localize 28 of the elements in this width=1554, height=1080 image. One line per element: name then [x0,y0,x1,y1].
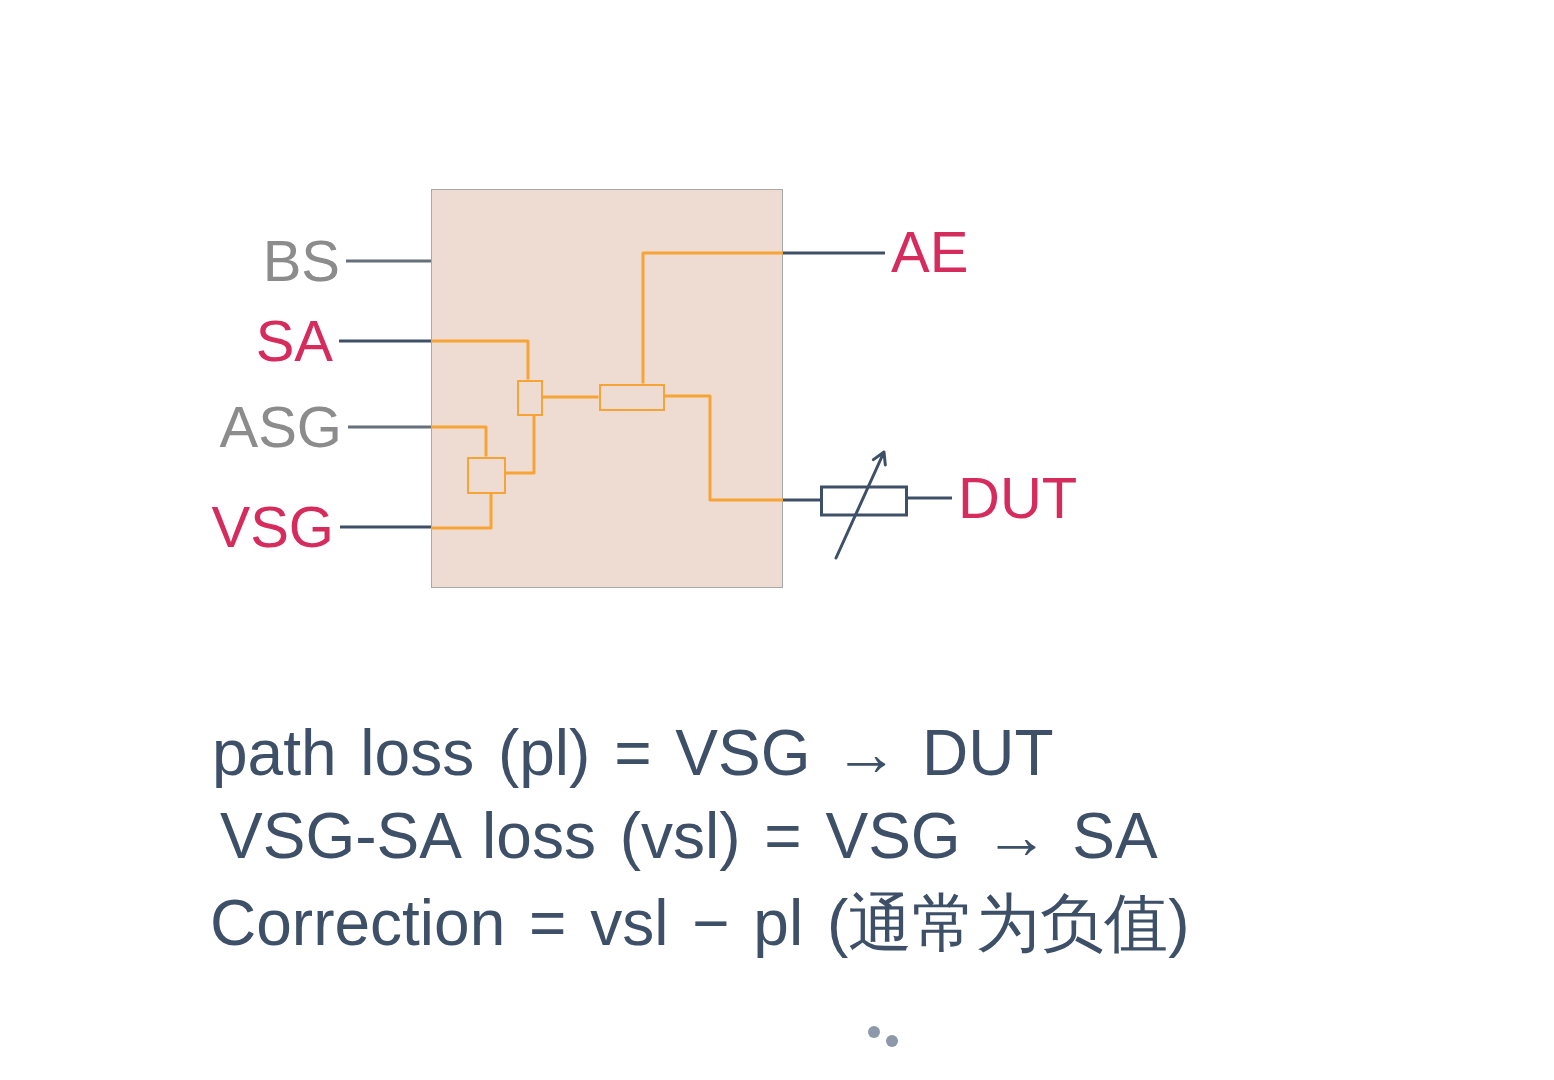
formula-text: path loss (pl) = VSG → DUT [212,716,1054,790]
port-label: BS [256,230,346,292]
port-label: SA [249,310,339,372]
connector-line [783,498,820,502]
switch-box [516,379,543,416]
port-label: VSG [205,496,340,558]
connector-line [641,251,783,384]
variable-resistor-symbol [820,448,908,562]
port-label: ASG [213,396,348,458]
port-label: DUT [952,467,1084,529]
connector-line [908,496,952,500]
connector-line [783,251,885,255]
connector-line [340,525,431,529]
connector-line [431,425,488,457]
connector-line [542,395,599,399]
port-label: AE [885,221,975,283]
connector-line [505,415,536,475]
formula-text: Correction = vsl − pl (通常为负值) [210,886,1190,960]
module-box [431,189,783,588]
formula-text: VSG-SA loss (vsl) = VSG → SA [220,799,1158,873]
switch-box [466,456,506,494]
connector-line [431,493,493,530]
connector-line [339,339,431,343]
connector-line [346,259,431,263]
connector-line [664,394,783,502]
connector-line [348,425,431,429]
connector-line [431,339,530,380]
switch-box [598,383,665,411]
